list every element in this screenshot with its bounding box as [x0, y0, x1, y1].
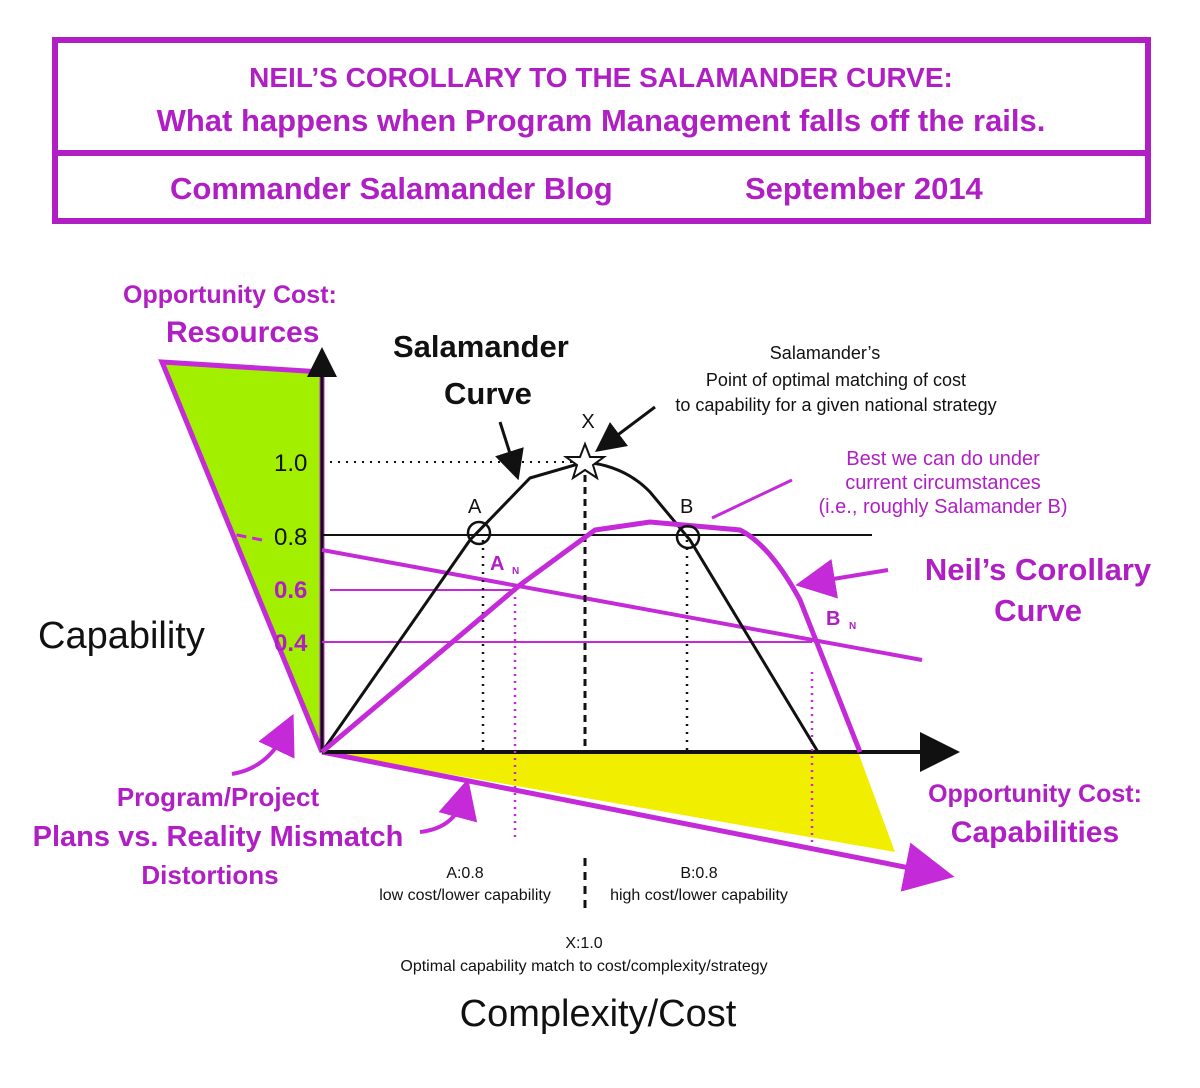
- program-label-1: Program/Project: [117, 782, 320, 812]
- best-pointer: [711, 478, 793, 520]
- point-a-label: A: [468, 496, 482, 518]
- tick-0-8: 0.8: [274, 524, 307, 551]
- b-note-2: high cost/lower capability: [610, 887, 788, 904]
- capabilities-region-edge: [321, 749, 955, 892]
- best-label-1: Best we can do under: [846, 448, 1040, 470]
- x-axis-label: Complexity/Cost: [460, 993, 737, 1035]
- neils-corollary-curve: [320, 519, 863, 754]
- salamander-curve: [320, 460, 820, 753]
- best-label-2: current circumstances: [845, 472, 1041, 494]
- title-line-2: What happens when Program Management fal…: [157, 103, 1046, 138]
- distortions-pointer-left: [231, 713, 295, 776]
- point-a-marker: [466, 520, 492, 546]
- title-line-1: NEIL’S COROLLARY TO THE SALAMANDER CURVE…: [249, 62, 953, 93]
- tick-0-6: 0.6: [274, 577, 307, 604]
- y-axis-label: Capability: [38, 615, 205, 657]
- resources-cost-label-1: Opportunity Cost:: [123, 281, 337, 309]
- point-bn-label: B: [826, 608, 840, 630]
- neils-curve-label-1: Neil’s Corollary: [925, 552, 1152, 587]
- salamander-curve-pointer: [495, 421, 524, 481]
- resources-cost-label-2: Resources: [166, 316, 319, 349]
- program-label-3: Distortions: [141, 860, 278, 890]
- best-label-3: (i.e., roughly Salamander B): [818, 496, 1067, 518]
- optimal-point-star-icon: [562, 441, 608, 481]
- x-note-1: X:1.0: [565, 935, 602, 952]
- capabilities-cost-label-1: Opportunity Cost:: [928, 780, 1142, 808]
- resources-opportunity-cost-region: [158, 359, 325, 753]
- x-marker-label: X: [581, 411, 594, 433]
- best-we-can-do-line: [321, 548, 923, 662]
- neils-curve-pointer: [795, 559, 889, 599]
- tick-0-8-dash: [231, 532, 263, 542]
- tick-1-0: 1.0: [274, 450, 307, 477]
- capabilities-opportunity-cost-region: [322, 752, 895, 852]
- point-b-label: B: [680, 496, 693, 518]
- optimal-point-pointer: [595, 405, 656, 452]
- salamander-curve-label-1: Salamander: [393, 329, 569, 364]
- optimal-point-label-2: Point of optimal matching of cost: [706, 370, 966, 390]
- neils-curve-label-2: Curve: [994, 593, 1082, 628]
- subtitle-box: [52, 150, 1151, 224]
- optimal-point-label-3: to capability for a given national strat…: [675, 395, 996, 415]
- point-an-label: A: [490, 553, 504, 575]
- b-note-1: B:0.8: [680, 865, 717, 882]
- blog-name: Commander Salamander Blog: [170, 171, 613, 206]
- tick-0-4: 0.4: [274, 630, 308, 657]
- capabilities-cost-label-2: Capabilities: [951, 816, 1119, 849]
- a-note-1: A:0.8: [446, 865, 483, 882]
- program-label-2: Plans vs. Reality Mismatch: [33, 821, 404, 853]
- a-note-2: low cost/lower capability: [379, 887, 551, 904]
- salamander-curve-label-2: Curve: [444, 376, 532, 411]
- x-note-2: Optimal capability match to cost/complex…: [400, 958, 767, 975]
- point-b-marker: [675, 524, 701, 550]
- blog-date: September 2014: [745, 171, 984, 206]
- distortions-pointer-right: [419, 778, 478, 834]
- point-bn-sub: N: [849, 621, 856, 632]
- optimal-point-label-1: Salamander’s: [770, 343, 880, 363]
- point-an-sub: N: [512, 566, 519, 577]
